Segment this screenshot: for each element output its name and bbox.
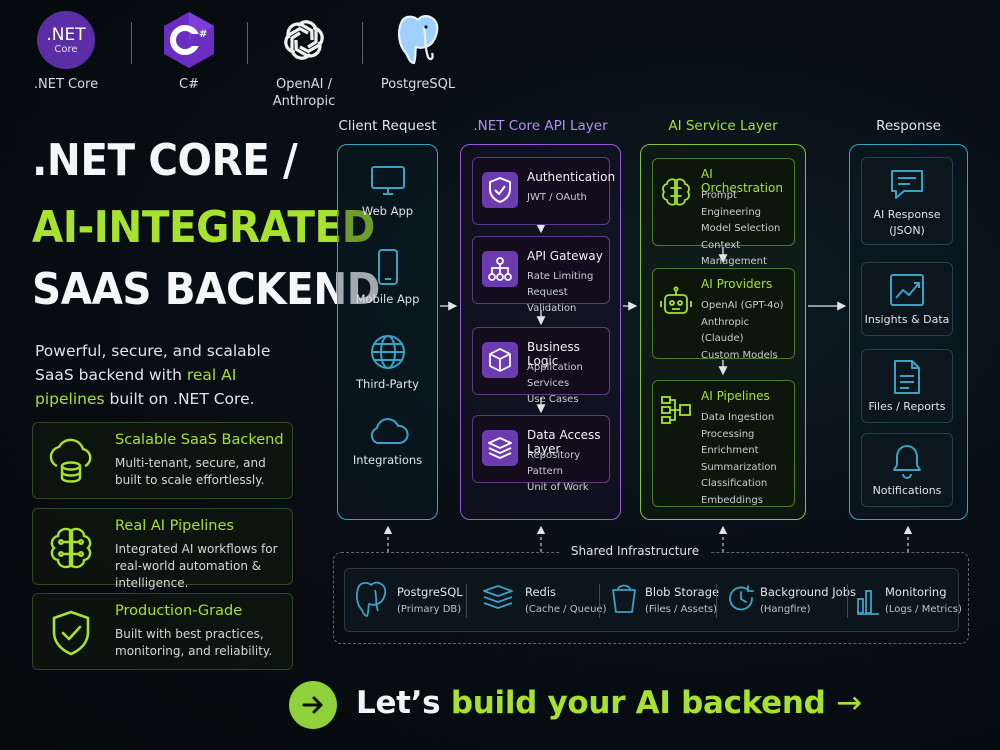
- bar-monitor-icon: [857, 590, 879, 615]
- layers-icon: [488, 437, 512, 459]
- client-mobile-app: Mobile App: [337, 248, 438, 306]
- hero-title-line-2: AI-INTEGRATED: [32, 202, 375, 253]
- divider: [847, 584, 848, 618]
- ai-providers: AI Providers OpenAI (GPT-4o) Anthropic (…: [652, 268, 795, 361]
- brain-icon: [662, 178, 690, 206]
- shield-check-icon: [52, 610, 90, 656]
- monitor-icon: [370, 166, 405, 195]
- globe-icon: [370, 335, 405, 369]
- cta-text[interactable]: Let’s build your AI backend →: [356, 685, 862, 721]
- dotnet-core-logo: .NET Core: [37, 11, 95, 69]
- divider: [466, 584, 467, 618]
- shield-check-icon: [489, 177, 511, 203]
- shared-infrastructure-title: Shared Infrastructure: [560, 544, 710, 558]
- client-third-party: Third-Party: [337, 333, 438, 391]
- shared-infrastructure-bar: [344, 568, 959, 632]
- feature-card-ai-pipelines: Real AI Pipelines Integrated AI workflow…: [32, 508, 293, 590]
- arrow-right-icon: →: [836, 685, 862, 721]
- feature-card-production: Production-Grade Built with best practic…: [32, 593, 293, 670]
- clock-refresh-icon: [729, 585, 754, 611]
- logo-label: C#: [179, 77, 199, 92]
- csharp-logo-block: # C#: [144, 10, 234, 93]
- hero-intro: Powerful, secure, and scalable SaaS back…: [35, 342, 271, 408]
- feature-desc: Integrated AI workflows for real-world a…: [115, 542, 278, 590]
- ai-pipelines: AI Pipelines Data Ingestion Processing E…: [652, 380, 795, 507]
- feature-title: Production-Grade: [115, 603, 243, 619]
- hero-title-line-3: SAAS BACKEND: [32, 264, 380, 315]
- client-panel: [337, 144, 438, 520]
- smartphone-icon: [377, 249, 398, 285]
- document-icon: [894, 360, 920, 394]
- divider: [131, 22, 132, 64]
- brain-circuit-icon: [50, 527, 92, 569]
- dotnet-core-logo-block: .NET Core .NET Core: [21, 10, 111, 93]
- column-header-api: .NET Core API Layer: [473, 118, 608, 134]
- logo-label: PostgreSQL: [380, 77, 456, 92]
- divider: [599, 584, 600, 618]
- divider: [716, 584, 717, 618]
- robot-icon: [660, 286, 692, 314]
- api-authentication: Authentication JWT / OAuth: [472, 157, 615, 225]
- pipeline-icon: [661, 396, 691, 424]
- logo-label: OpenAI / Anthropic: [272, 77, 336, 109]
- postgresql-logo-block: PostgreSQL: [373, 10, 463, 93]
- divider: [362, 22, 363, 64]
- cta-arrow-button[interactable]: [289, 681, 337, 729]
- cloud-database-icon: [49, 438, 92, 483]
- chat-icon: [891, 170, 923, 199]
- feature-desc: Built with best practices, monitoring, a…: [115, 627, 273, 658]
- hero-title-line-1: .NET CORE /: [32, 135, 298, 186]
- column-header-client: Client Request: [338, 118, 437, 134]
- postgresql-elephant-logo: [397, 14, 439, 65]
- chart-icon: [890, 274, 924, 306]
- feature-title: Real AI Pipelines: [115, 518, 234, 534]
- feature-desc: Multi-tenant, secure, and built to scale…: [115, 456, 266, 487]
- openai-logo: [284, 20, 324, 60]
- client-web-app: Web App: [337, 164, 438, 218]
- redis-stack-icon: [483, 585, 513, 609]
- response-files-reports: Files / Reports: [861, 349, 953, 423]
- ai-orchestration: AI Orchestration Prompt Engineering Mode…: [652, 158, 795, 267]
- divider: [247, 22, 248, 64]
- feature-title: Scalable SaaS Backend: [115, 432, 284, 448]
- network-tree-icon: [488, 257, 512, 281]
- openai-logo-block: OpenAI / Anthropic: [259, 10, 349, 110]
- svg-text:#: #: [199, 29, 207, 40]
- cube-icon: [489, 348, 511, 372]
- feature-card-scalable: Scalable SaaS Backend Multi-tenant, secu…: [32, 422, 293, 499]
- response-insights: Insights & Data: [861, 262, 953, 336]
- cloud-icon: [370, 418, 408, 444]
- response-ai-response: AI Response (JSON): [861, 157, 953, 245]
- bell-icon: [893, 445, 921, 479]
- csharp-logo: #: [164, 12, 214, 68]
- arrow-right-icon: [302, 696, 323, 714]
- column-header-ai: AI Service Layer: [668, 118, 778, 134]
- column-header-response: Response: [876, 118, 941, 134]
- bucket-icon: [612, 584, 636, 613]
- logo-label: .NET Core: [33, 77, 99, 92]
- postgresql-icon: [355, 581, 387, 617]
- response-notifications: Notifications: [861, 433, 953, 507]
- client-integrations: Integrations: [337, 417, 438, 467]
